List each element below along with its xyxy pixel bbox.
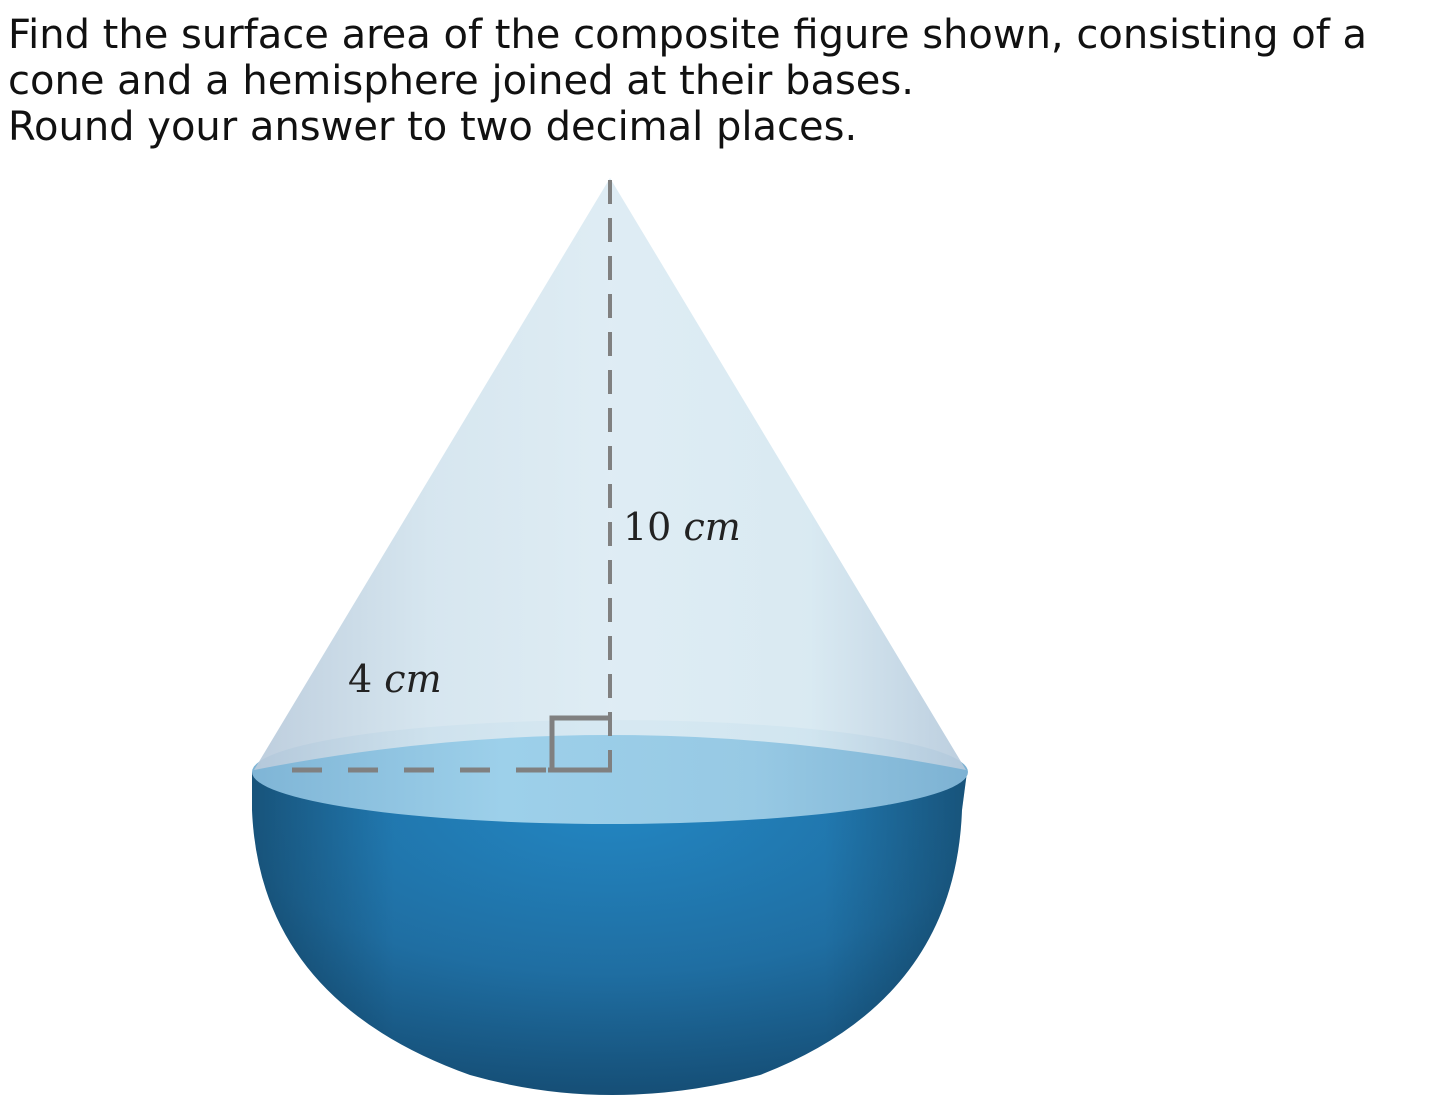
cone [254, 178, 966, 770]
question-line-2: Round your answer to two decimal places. [8, 104, 858, 150]
height-value: 10 [623, 505, 671, 549]
height-unit: cm [683, 505, 740, 549]
hemisphere-shading [252, 772, 967, 1095]
radius-label: 4 cm [348, 657, 442, 701]
question-line-1: Find the surface area of the composite f… [8, 12, 1368, 104]
right-angle-marker [549, 715, 610, 770]
height-label: 10 cm [623, 505, 741, 549]
radius-value: 4 [348, 657, 372, 701]
radius-unit: cm [384, 657, 441, 701]
question-text: Find the surface area of the composite f… [8, 12, 1428, 150]
